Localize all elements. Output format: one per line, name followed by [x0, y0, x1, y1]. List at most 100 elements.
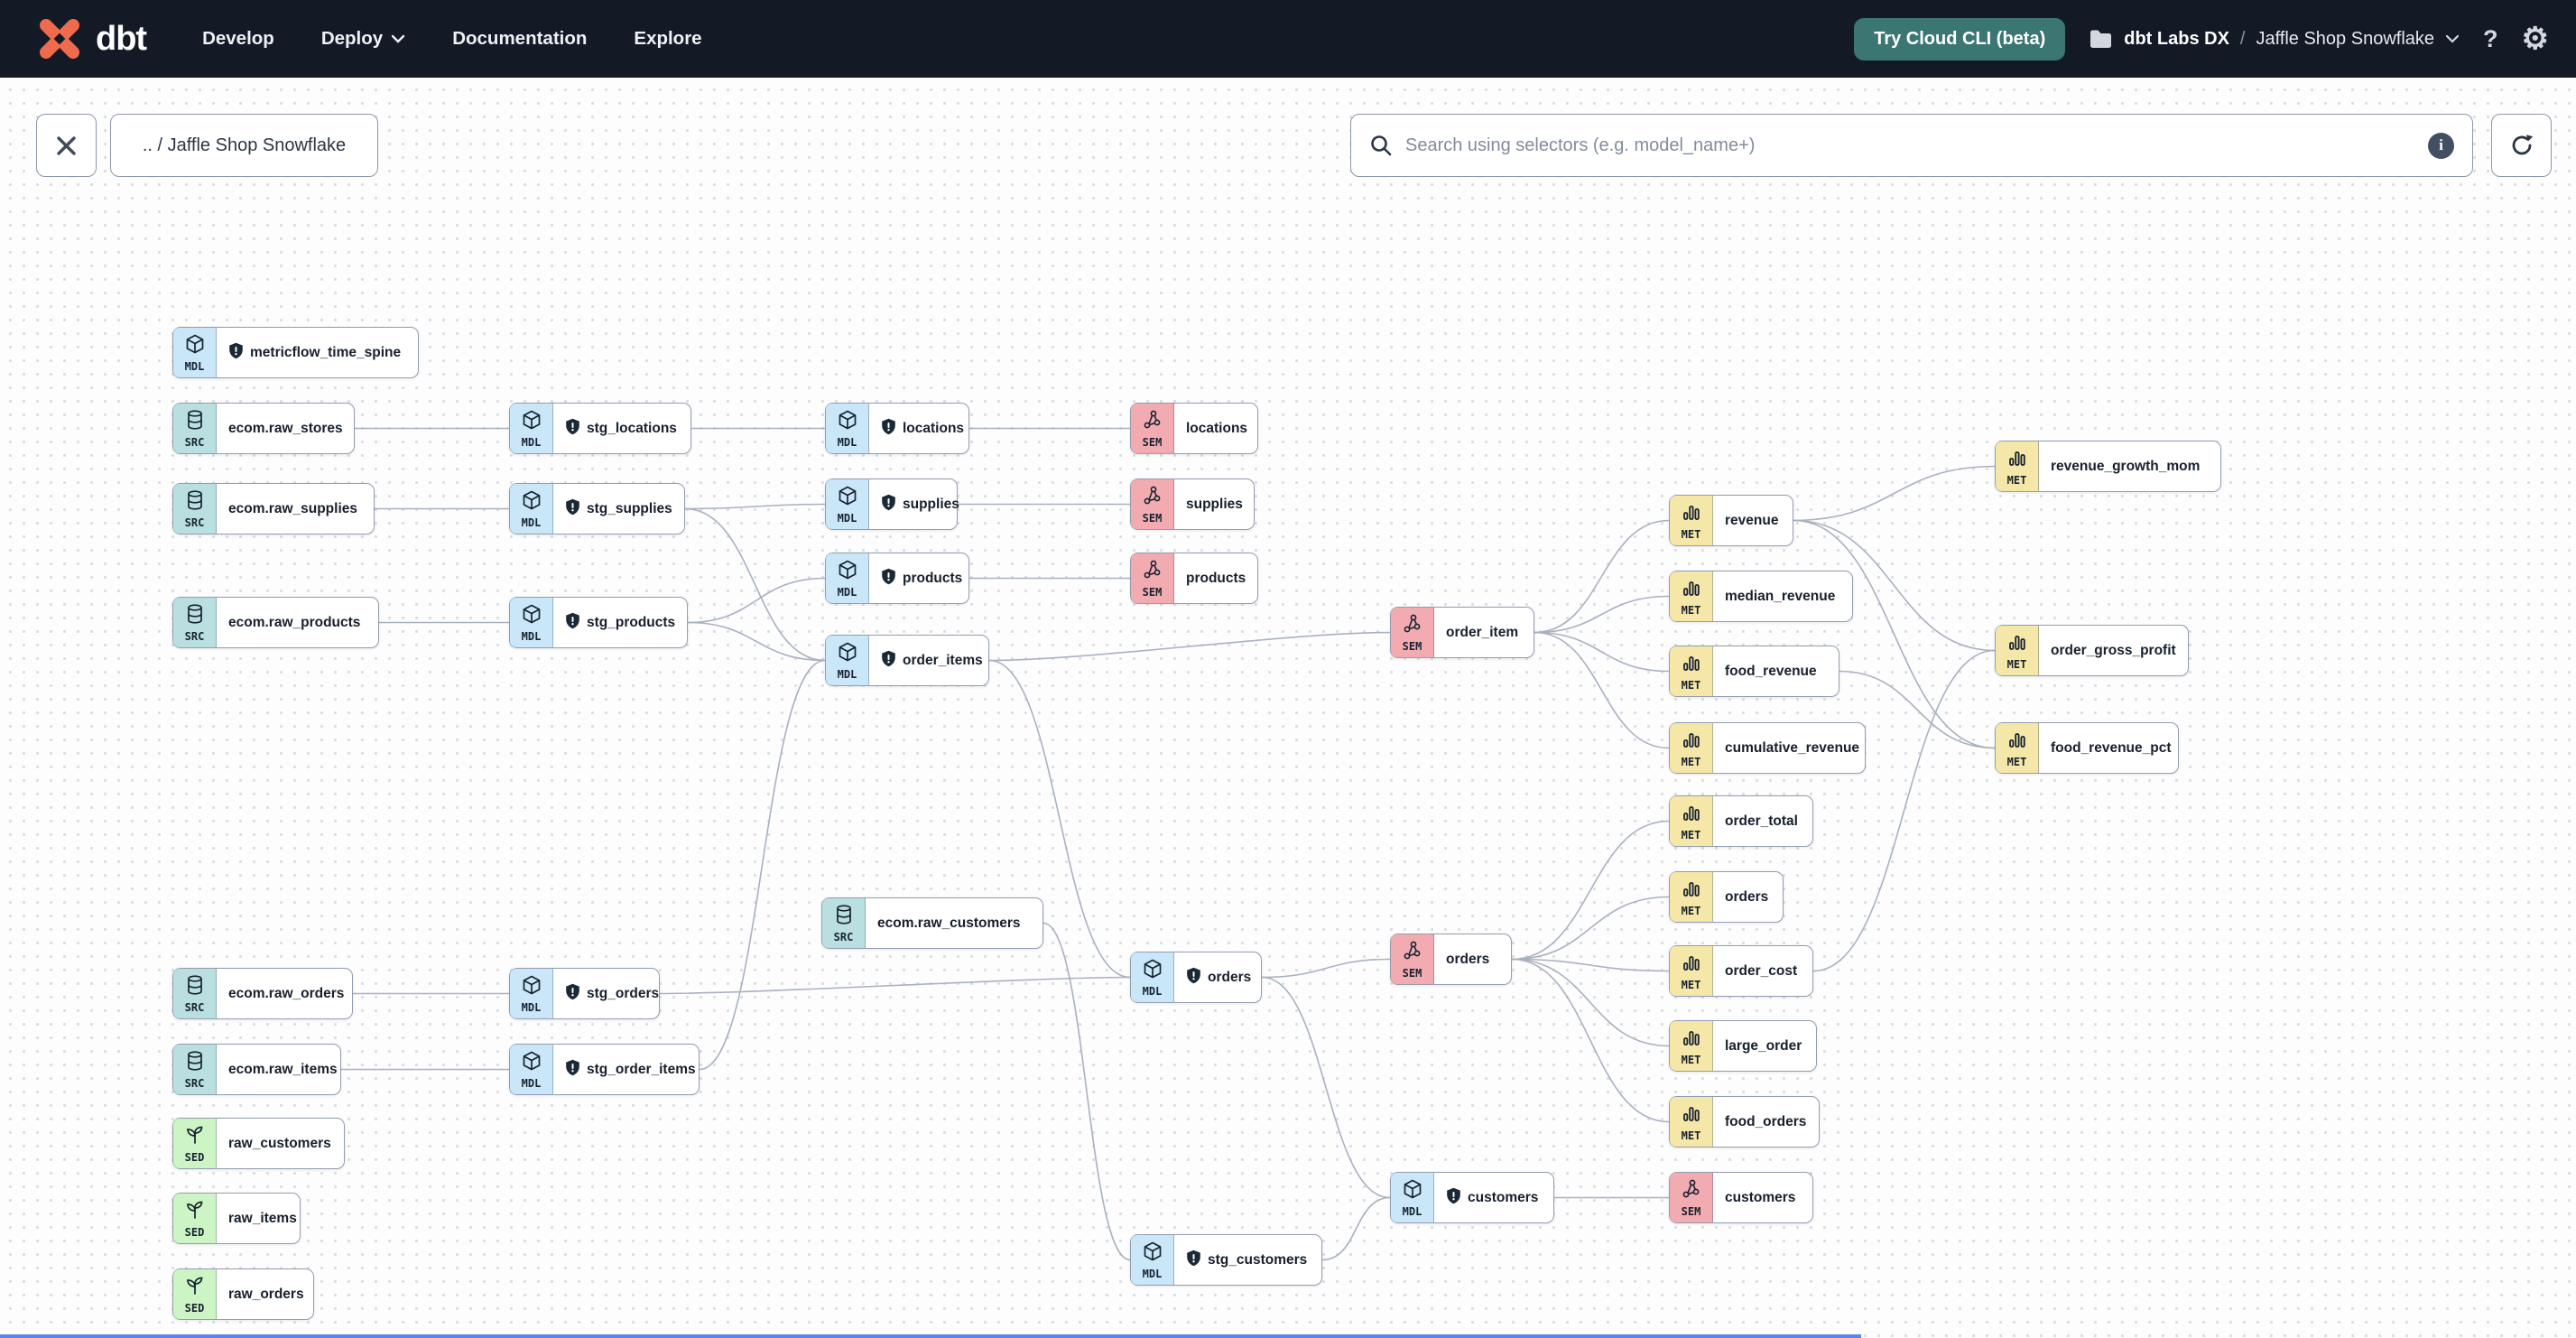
- graph-node-stg_supplies[interactable]: MDL stg_supplies: [509, 483, 685, 534]
- project-switcher[interactable]: dbt Labs DX / Jaffle Shop Snowflake: [2089, 29, 2460, 50]
- health-shield-icon: [1186, 1250, 1201, 1271]
- lineage-edge: [1839, 670, 1996, 749]
- health-shield-icon: [1446, 1187, 1461, 1209]
- node-name: raw_orders: [217, 1269, 317, 1319]
- node-name: supplies: [1174, 479, 1256, 529]
- node-name: ecom.raw_items: [217, 1045, 350, 1094]
- search-input[interactable]: [1405, 135, 2415, 156]
- node-type-badge: MDL: [1131, 952, 1174, 1002]
- node-type-badge: MET: [1670, 796, 1713, 846]
- node-type-badge: SEM: [1670, 1173, 1713, 1222]
- node-type-badge: MET: [1670, 723, 1713, 773]
- lineage-edge: [659, 976, 1131, 995]
- node-name: order_gross_profit: [2039, 626, 2189, 675]
- node-type-badge: MET: [1670, 946, 1713, 996]
- node-type-label: MET: [1681, 603, 1701, 617]
- node-type-label: SRC: [184, 1076, 205, 1090]
- horizontal-scrollbar[interactable]: [0, 1334, 1861, 1338]
- node-label: revenue: [1725, 512, 1779, 528]
- node-type-label: SRC: [833, 930, 854, 943]
- node-type-label: MET: [2006, 473, 2027, 487]
- health-shield-icon: [881, 494, 896, 516]
- database-icon: [186, 603, 204, 628]
- lineage-edge: [1261, 976, 1391, 1199]
- refresh-button[interactable]: [2491, 114, 2552, 177]
- nav-item-deploy[interactable]: Deploy: [321, 28, 405, 50]
- bar-chart-icon: [1682, 1027, 1701, 1052]
- node-name: median_revenue: [1713, 571, 1848, 621]
- node-label: stg_supplies: [587, 500, 672, 516]
- nav-item-explore[interactable]: Explore: [634, 28, 702, 49]
- close-icon: [57, 135, 76, 155]
- close-button[interactable]: [36, 114, 97, 177]
- share-network-icon: [1143, 560, 1163, 584]
- lineage-edge: [1534, 595, 1670, 634]
- settings-gear-icon[interactable]: ⚙: [2521, 22, 2549, 56]
- node-type-label: SRC: [184, 1000, 205, 1014]
- project-name[interactable]: Jaffle Shop Snowflake: [2256, 28, 2435, 49]
- node-type-label: MET: [1681, 828, 1701, 841]
- nav-item-develop[interactable]: Develop: [202, 28, 274, 49]
- lineage-edge: [1511, 820, 1670, 961]
- lineage-canvas[interactable]: [0, 78, 2576, 1338]
- graph-node-met_median_revenue[interactable]: MET median_revenue: [1669, 571, 1853, 622]
- try-cloud-cli-button[interactable]: Try Cloud CLI (beta): [1854, 17, 2066, 60]
- share-network-icon: [1403, 614, 1422, 638]
- navbar-right: Try Cloud CLI (beta) dbt Labs DX / Jaffl…: [1854, 0, 2549, 78]
- dbt-logo[interactable]: dbt: [34, 14, 147, 64]
- node-name: revenue: [1713, 496, 1791, 545]
- search-icon: [1371, 135, 1392, 156]
- info-icon[interactable]: i: [2428, 132, 2454, 159]
- lineage-edge: [1511, 958, 1670, 1047]
- node-name: food_revenue: [1713, 646, 1830, 696]
- database-icon: [186, 489, 204, 515]
- account-name[interactable]: dbt Labs DX: [2124, 28, 2229, 49]
- lineage-edge: [684, 507, 826, 662]
- help-icon[interactable]: ?: [2483, 24, 2498, 52]
- node-label: customers: [1468, 1189, 1539, 1205]
- node-label: locations: [1186, 420, 1248, 436]
- breadcrumb[interactable]: .. / Jaffle Shop Snowflake: [110, 114, 378, 177]
- node-type-badge: MDL: [510, 484, 553, 534]
- nav-item-documentation[interactable]: Documentation: [452, 28, 588, 49]
- dbt-logo-icon: [40, 19, 79, 59]
